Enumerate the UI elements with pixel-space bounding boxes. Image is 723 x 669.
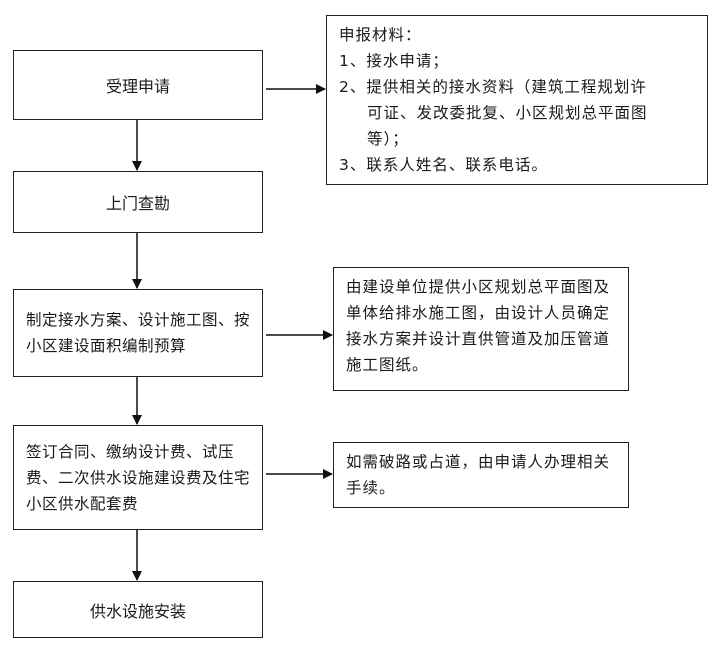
materials-item-3: 3、联系人姓名、联系电话。 [339, 156, 548, 174]
note-application-materials: 申报材料： 1、接水申请； 2、提供相关的接水资料（建筑工程规划许 可证、发改委… [326, 15, 708, 185]
step-accept-application-label: 受理申请 [105, 77, 170, 96]
note-road-permit: 如需破路或占道，由申请人办理相关手续。 [333, 442, 629, 508]
step-site-survey-label: 上门查勘 [105, 194, 170, 213]
step-sign-contract: 签订合同、缴纳设计费、试压费、二次供水设施建设费及住宅小区供水配套费 [13, 425, 263, 530]
note-design: 由建设单位提供小区规划总平面图及单体给排水施工图，由设计人员确定接水方案并设计直… [333, 267, 629, 391]
materials-item-2a: 2、提供相关的接水资料（建筑工程规划许 [339, 78, 647, 96]
materials-item-2b: 可证、发改委批复、小区规划总平面图 [367, 104, 648, 122]
step-install-label: 供水设施安装 [89, 601, 186, 621]
materials-item-1: 1、接水申请； [339, 52, 449, 70]
note-road-permit-text: 如需破路或占道，由申请人办理相关手续。 [346, 453, 611, 497]
step-install: 供水设施安装 [13, 581, 263, 638]
note-design-text: 由建设单位提供小区规划总平面图及单体给排水施工图，由设计人员确定接水方案并设计直… [346, 278, 611, 374]
step-design-plan-label: 制定接水方案、设计施工图、按小区建设面积编制预算 [26, 311, 251, 355]
materials-title: 申报材料： [339, 26, 422, 44]
step-site-survey: 上门查勘 [13, 171, 263, 233]
step-design-plan: 制定接水方案、设计施工图、按小区建设面积编制预算 [13, 289, 263, 377]
materials-item-2c: 等）； [367, 130, 409, 148]
step-sign-contract-label: 签订合同、缴纳设计费、试压费、二次供水设施建设费及住宅小区供水配套费 [26, 442, 251, 513]
step-accept-application: 受理申请 [13, 50, 263, 120]
